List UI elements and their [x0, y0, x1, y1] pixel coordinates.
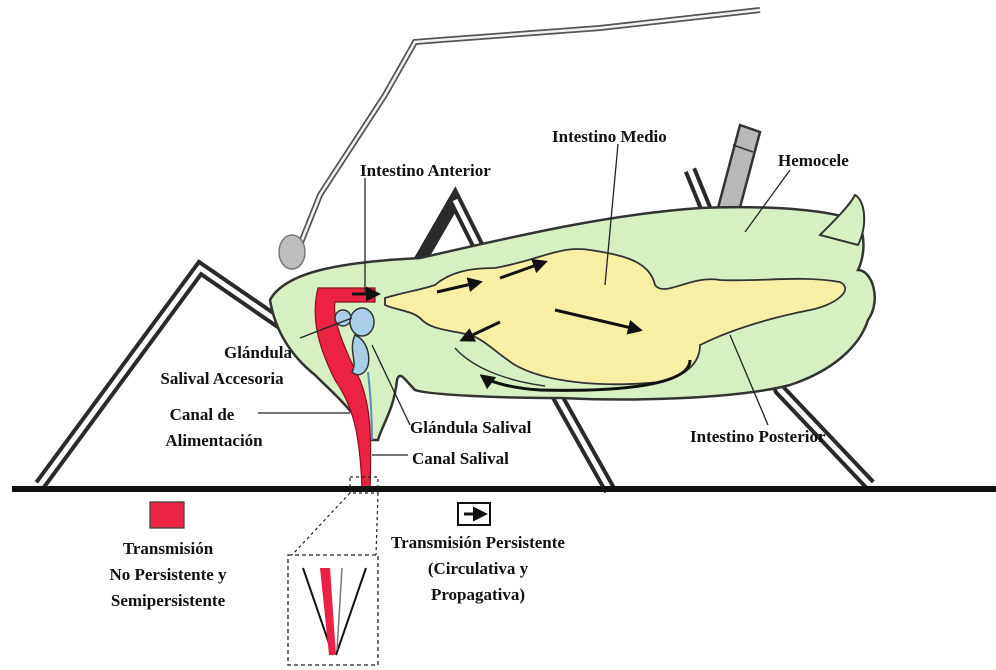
ground-line: [12, 486, 996, 492]
label-intestino-medio: Intestino Medio: [552, 127, 667, 146]
cornicle: [718, 125, 760, 215]
label-canal-alimentacion-line2: Alimentación: [165, 431, 263, 450]
label-glandula-accesoria-line2: Salival Accesoria: [160, 369, 284, 388]
legend-non-persistent-line2: No Persistente y: [109, 565, 227, 584]
legend-non-persistent-line1: Transmisión: [123, 539, 214, 558]
legend-persistent-line1: Transmisión Persistente: [391, 533, 565, 552]
label-glandula-salival: Glándula Salival: [410, 418, 532, 437]
label-intestino-posterior: Intestino Posterior: [690, 427, 826, 446]
label-intestino-anterior: Intestino Anterior: [360, 161, 491, 180]
legend-persistent-line2: (Circulativa y: [428, 559, 529, 578]
label-canal-alimentacion-line1: Canal de: [170, 405, 235, 424]
label-hemocele: Hemocele: [778, 151, 849, 170]
legend-non-persistent-line3: Semipersistente: [111, 591, 226, 610]
label-canal-salival: Canal Salival: [412, 449, 509, 468]
stylet-zoom-inset: [288, 477, 378, 665]
label-glandula-accesoria-line1: Glándula: [224, 343, 293, 362]
red-square-icon: [150, 502, 184, 528]
boxed-arrow-icon: [458, 503, 490, 525]
legend-persistent-line3: Propagativa): [431, 585, 525, 604]
